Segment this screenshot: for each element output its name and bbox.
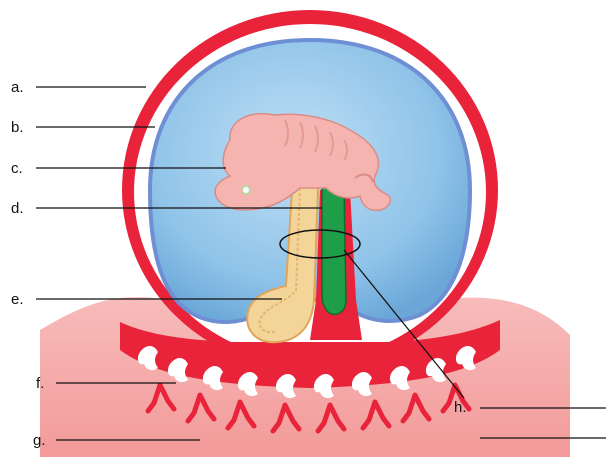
label-c: c. — [11, 160, 23, 177]
allantois — [322, 183, 346, 314]
label-g: g. — [33, 432, 46, 449]
label-b: b. — [11, 119, 24, 136]
label-h: h. — [454, 399, 467, 416]
label-a: a. — [11, 79, 24, 96]
label-e: e. — [11, 291, 24, 308]
label-d: d. — [11, 200, 24, 217]
label-f: f. — [36, 375, 44, 392]
